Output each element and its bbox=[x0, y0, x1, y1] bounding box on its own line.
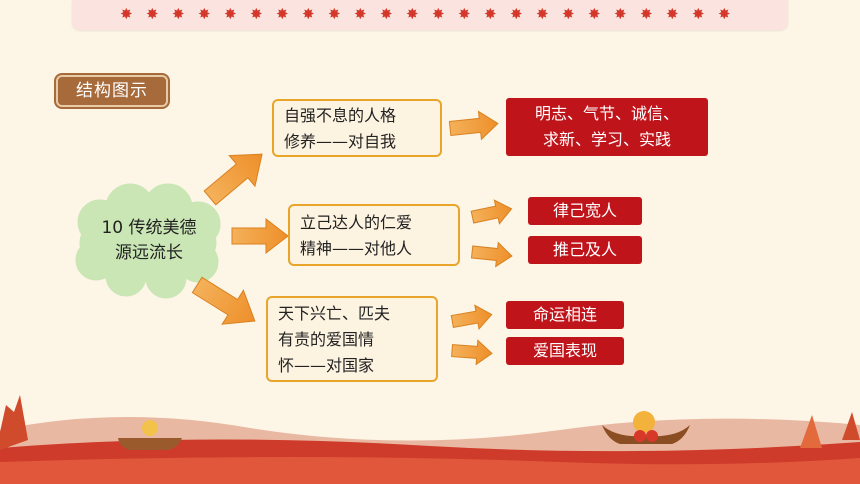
arrow-to-item-3-2 bbox=[451, 339, 493, 366]
star-icon: ✸ bbox=[120, 5, 133, 23]
item-3-1-line1: 命运相连 bbox=[532, 305, 597, 324]
star-icon: ✸ bbox=[614, 5, 627, 23]
star-icon: ✸ bbox=[588, 5, 601, 23]
branch-1-box: 自强不息的人格 修养——对自我 bbox=[272, 99, 442, 157]
section-title: 结构图示 bbox=[56, 75, 168, 107]
branch-1-line2: 修养——对自我 bbox=[284, 132, 397, 151]
star-icon: ✸ bbox=[224, 5, 237, 23]
star-icon: ✸ bbox=[380, 5, 393, 23]
branch-2-box: 立己达人的仁爱 精神——对他人 bbox=[288, 204, 460, 266]
star-icon: ✸ bbox=[458, 5, 471, 23]
star-icon: ✸ bbox=[536, 5, 549, 23]
star-icon: ✸ bbox=[198, 5, 211, 23]
branch-1-line1: 自强不息的人格 bbox=[284, 106, 397, 125]
item-1-1: 明志、气节、诚信、 求新、学习、实践 bbox=[506, 98, 708, 156]
item-2-1-line1: 律己宽人 bbox=[552, 201, 617, 220]
star-icon: ✸ bbox=[406, 5, 419, 23]
branch-3-line2: 有责的爱国情 bbox=[278, 330, 375, 349]
star-icon: ✸ bbox=[718, 5, 731, 23]
arrow-to-item-2-2 bbox=[470, 241, 513, 268]
item-3-1: 命运相连 bbox=[506, 301, 624, 329]
arrow-to-item-1-1 bbox=[448, 110, 499, 141]
item-3-2: 爱国表现 bbox=[506, 337, 624, 365]
top-banner: ✸ ✸ ✸ ✸ ✸ ✸ ✸ ✸ ✸ ✸ ✸ ✸ ✸ ✸ ✸ ✸ ✸ ✸ ✸ ✸ … bbox=[72, 0, 788, 30]
item-3-2-line1: 爱国表现 bbox=[532, 341, 597, 360]
branch-3-line1: 天下兴亡、匹夫 bbox=[278, 304, 391, 323]
star-icon: ✸ bbox=[666, 5, 679, 23]
item-2-2: 推己及人 bbox=[528, 236, 642, 264]
branch-3-box: 天下兴亡、匹夫 有责的爱国情 怀——对国家 bbox=[266, 296, 438, 382]
item-1-1-line1: 明志、气节、诚信、 bbox=[534, 104, 679, 123]
star-icon: ✸ bbox=[146, 5, 159, 23]
item-2-2-line1: 推己及人 bbox=[552, 240, 617, 259]
star-icon: ✸ bbox=[250, 5, 263, 23]
branch-3-line3: 怀——对国家 bbox=[278, 356, 375, 375]
star-icon: ✸ bbox=[276, 5, 289, 23]
star-icon: ✸ bbox=[692, 5, 705, 23]
branch-2-line2: 精神——对他人 bbox=[300, 239, 413, 258]
center-node-line1: 10 传统美德 bbox=[101, 218, 197, 238]
star-icon: ✸ bbox=[328, 5, 341, 23]
star-icon: ✸ bbox=[354, 5, 367, 23]
star-icon: ✸ bbox=[302, 5, 315, 23]
arrow-to-item-2-1 bbox=[470, 199, 513, 225]
arrow-to-branch-1 bbox=[203, 153, 263, 206]
star-icon: ✸ bbox=[172, 5, 185, 23]
branch-2-line1: 立己达人的仁爱 bbox=[300, 213, 413, 232]
center-node: 10 传统美德 源远流长 bbox=[74, 216, 224, 266]
center-node-line2: 源远流长 bbox=[115, 243, 183, 263]
arrow-to-item-3-1 bbox=[450, 304, 493, 331]
star-icon: ✸ bbox=[484, 5, 497, 23]
star-icon: ✸ bbox=[640, 5, 653, 23]
star-icon: ✸ bbox=[432, 5, 445, 23]
item-2-1: 律己宽人 bbox=[528, 197, 642, 225]
arrow-to-branch-3 bbox=[191, 276, 256, 325]
star-icon: ✸ bbox=[510, 5, 523, 23]
boat-icon bbox=[118, 438, 182, 450]
star-icon: ✸ bbox=[562, 5, 575, 23]
item-1-1-line2: 求新、学习、实践 bbox=[542, 130, 671, 149]
arrow-to-branch-2 bbox=[231, 217, 289, 255]
